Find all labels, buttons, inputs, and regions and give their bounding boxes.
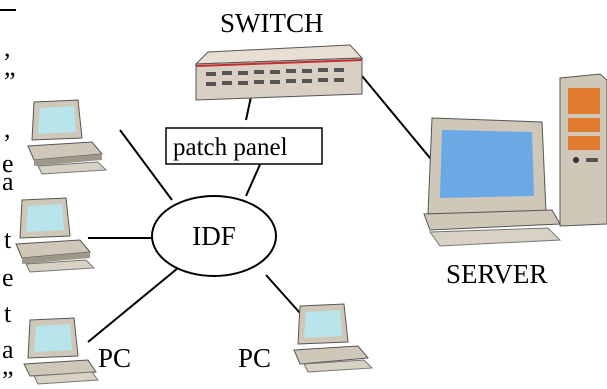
server-label: SERVER — [446, 259, 547, 289]
cropped-text-column: , ” , e a t e t a ” — [0, 9, 16, 389]
connection-lines — [87, 75, 441, 343]
idf-ellipse — [151, 195, 277, 277]
pc-computer-icon — [23, 317, 99, 385]
patch-panel-box — [165, 127, 323, 165]
cropped-char-1: , — [4, 33, 11, 62]
link-idf-pc-left — [87, 267, 179, 343]
cropped-char-9: a — [2, 335, 14, 364]
cropped-char-3: , — [4, 114, 11, 143]
cropped-char-7: e — [2, 263, 14, 292]
cropped-char-8: t — [4, 299, 12, 328]
pc-computer-icon — [15, 197, 96, 273]
link-switch-server — [361, 75, 441, 171]
cropped-char-4: e — [2, 149, 14, 178]
cropped-char-2: ” — [4, 67, 16, 96]
link-idf-pc-top — [119, 129, 173, 201]
patch-panel-label: patch panel — [173, 134, 288, 161]
pc-computer-icon — [27, 99, 108, 175]
cropped-char-10: ” — [2, 366, 14, 389]
pc-computer-icon — [293, 303, 374, 373]
idf-node: IDF — [151, 195, 277, 277]
switch-label: SWITCH — [220, 8, 324, 38]
pc-left-label: PC — [98, 343, 131, 373]
server-computer-icon: SERVER — [423, 73, 607, 289]
cropped-char-5: a — [2, 167, 14, 196]
idf-label: IDF — [192, 221, 236, 251]
link-idf-patch-panel — [245, 159, 263, 197]
patch-panel: patch panel — [165, 127, 323, 165]
pc-right-label: PC — [238, 343, 271, 373]
cropped-char-6: t — [4, 225, 12, 254]
switch-device: SWITCH — [194, 8, 364, 101]
